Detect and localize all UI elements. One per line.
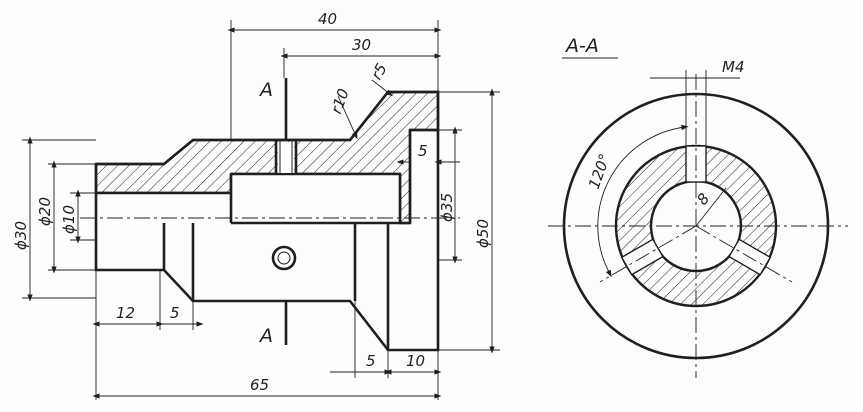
thread-hole-void [278, 142, 294, 173]
dim-phi10: ϕ10 [60, 205, 78, 234]
dim-65: 65 [250, 376, 269, 394]
side-hole-outer [271, 245, 297, 271]
dim-phi30: ϕ30 [12, 221, 30, 250]
section-centerline-b [695, 225, 793, 283]
dim-120-arc [597, 124, 689, 278]
dim-40: 40 [318, 10, 337, 28]
dim-5-left: 5 [170, 304, 180, 322]
section-mark-top: A [258, 79, 273, 101]
bore-void [231, 174, 400, 223]
dim-10-right: 10 [406, 352, 425, 370]
dim-8-line [695, 187, 727, 227]
section-view: A-A M4 120° 8 [548, 35, 848, 378]
dim-phi20: ϕ20 [36, 197, 54, 226]
bore-void-2 [96, 193, 231, 223]
dim-12: 12 [116, 304, 135, 322]
dim-5-right: 5 [366, 352, 376, 370]
dim-phi35: ϕ35 [438, 193, 456, 222]
dim-30: 30 [352, 36, 371, 54]
dim-r10: r10 [327, 86, 353, 116]
section-mark-bottom: A [258, 325, 273, 347]
dim-120: 120° [585, 151, 614, 191]
r10-leader [337, 95, 358, 140]
section-title: A-A [564, 35, 599, 57]
dim-m4: M4 [722, 58, 745, 76]
side-hole-inner [277, 251, 291, 265]
r5-leader [371, 79, 393, 97]
dim-5-groove: 5 [418, 142, 428, 160]
dim-8: 8 [693, 190, 713, 209]
main-view: A A 40 30 r5 r10 5 ϕ35 ϕ50 ϕ30 [12, 10, 500, 400]
dim-r5: r5 [367, 60, 390, 83]
dim-phi50: ϕ50 [474, 219, 492, 248]
